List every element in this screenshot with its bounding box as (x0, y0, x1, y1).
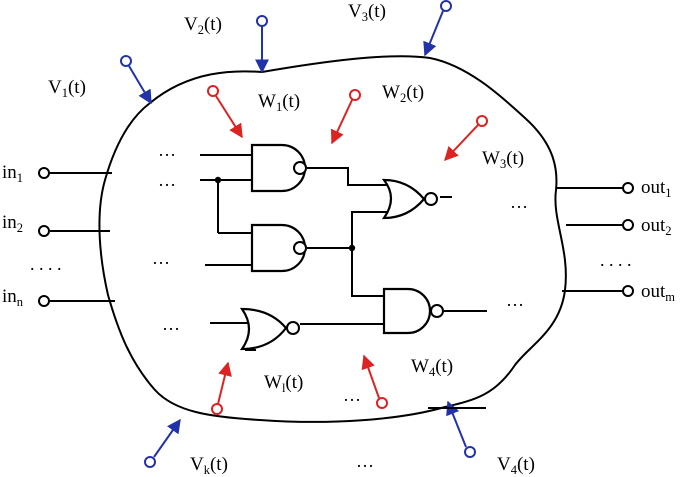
output-port-m (622, 285, 634, 297)
output-label-1: out1 (641, 177, 672, 200)
output-port-2 (622, 219, 634, 231)
internal-ellipsis-1: … (158, 140, 176, 160)
w4-source (376, 397, 388, 409)
nor-gate-1 (381, 178, 438, 220)
wl-source (211, 403, 223, 415)
output-label-m: outm (641, 281, 675, 304)
input-label-1: in1 (2, 162, 23, 185)
v3-source (440, 0, 452, 12)
input-label-2: in2 (2, 212, 23, 235)
v2-label: V2(t) (184, 14, 222, 37)
output-ellipsis: . . . . (600, 250, 632, 270)
internal-ellipsis-3: … (152, 248, 170, 268)
w4-label: W4(t) (411, 356, 453, 379)
v1-label: V1(t) (48, 77, 86, 100)
w1-label: W1(t) (258, 91, 300, 114)
internal-ellipsis-5: … (510, 192, 528, 212)
disturbance-arrows (207, 85, 488, 415)
voltage-arrows (120, 0, 476, 468)
nor-gate-2 (239, 307, 300, 351)
internal-ellipsis-4: … (162, 314, 180, 334)
w3-source (476, 115, 488, 127)
output-label-2: out2 (641, 215, 672, 238)
system-boundary (98, 55, 567, 423)
internal-ellipsis-6: … (506, 290, 524, 310)
v4-source (464, 446, 476, 458)
internal-ellipsis-2: … (158, 170, 176, 190)
w2-source (349, 89, 361, 101)
vk-source (144, 456, 156, 468)
v3-label: V3(t) (348, 1, 386, 24)
voltage-ellipsis: … (356, 451, 374, 471)
nand-gate-1 (250, 143, 307, 193)
w2-label: W2(t) (382, 82, 424, 105)
internal-wiring (200, 154, 487, 351)
input-ellipsis: . . . . (30, 254, 62, 274)
input-port-n (38, 295, 50, 307)
v2-source (256, 15, 268, 27)
output-ports (556, 182, 634, 297)
vk-label: Vk(t) (190, 454, 228, 477)
disturbance-ellipsis: … (343, 385, 361, 405)
nand-gate-3 (382, 287, 444, 335)
v4-label: V4(t) (497, 454, 535, 477)
output-port-1 (622, 182, 634, 194)
input-port-2 (38, 225, 50, 237)
v1-source (120, 55, 132, 67)
w3-label: W3(t) (482, 148, 524, 171)
w1-source (207, 85, 219, 97)
nand-gate-2 (250, 223, 307, 273)
wl-label: Wl(t) (264, 372, 303, 395)
input-ports (38, 167, 115, 307)
input-label-n: inn (2, 286, 24, 309)
input-port-1 (38, 167, 50, 179)
